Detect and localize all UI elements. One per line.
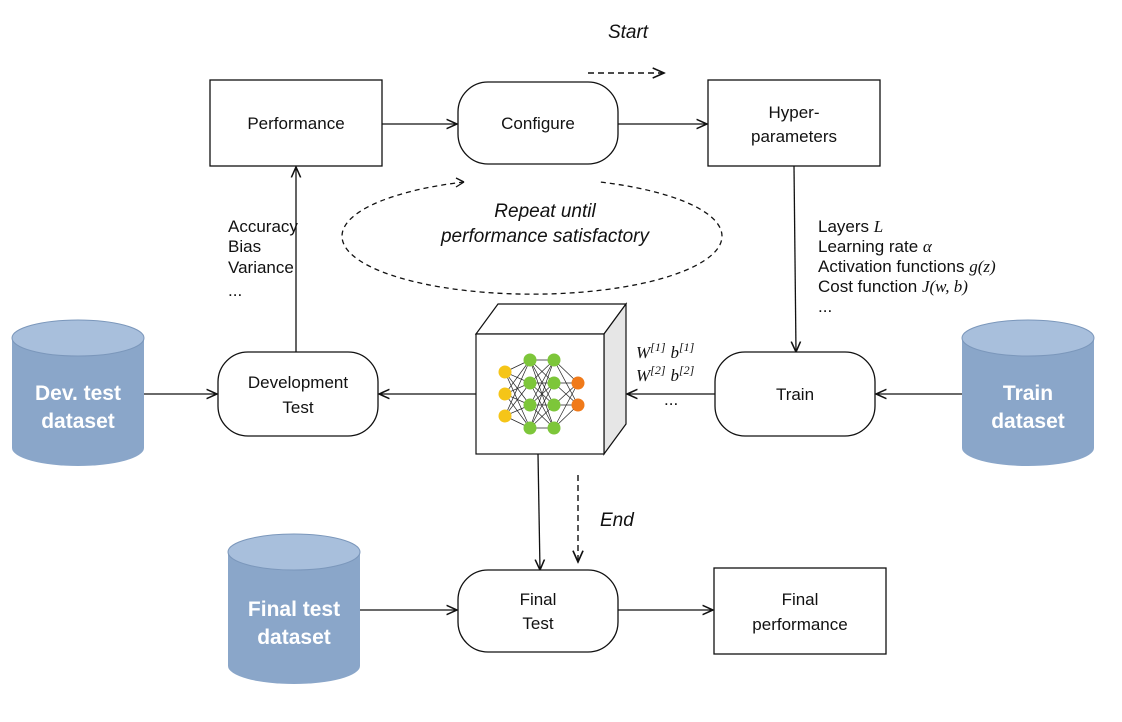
weights-row1: W[1]b[1] — [636, 340, 695, 362]
nn-neuron — [547, 421, 561, 435]
nn-neuron — [523, 398, 537, 412]
nn-neuron — [571, 376, 585, 390]
final-dataset-label-line2: dataset — [257, 626, 331, 649]
finalperf-label-line1: Final — [782, 590, 819, 609]
nn-neuron — [547, 353, 561, 367]
nn-neuron — [547, 376, 561, 390]
hyperparam-learning-rate: Learning rate α — [818, 237, 933, 256]
configure-node: Configure — [457, 81, 619, 165]
finaltest-label-line2: Test — [522, 614, 553, 633]
repeat-loop: Repeat until performance satisfactory — [341, 177, 723, 295]
hyperparam-layers: Layers L — [818, 217, 883, 236]
hyperparameters-label-line1: Hyper- — [768, 103, 819, 122]
final-dataset-label-line1: Final test — [248, 598, 340, 621]
arrow-model-to-finaltest — [538, 453, 540, 570]
nn-neuron — [523, 376, 537, 390]
nn-neuron — [498, 409, 512, 423]
train-label: Train — [776, 385, 814, 404]
finalperf-label-line2: performance — [752, 615, 847, 634]
final-test-node: Final Test — [457, 569, 619, 653]
dev-dataset-label-line1: Dev. test — [35, 382, 121, 405]
hyperparam-more: ... — [818, 297, 832, 316]
devtest-label-line2: Test — [282, 398, 313, 417]
dev-test-dataset-icon: Dev. test dataset — [11, 319, 145, 466]
dev-dataset-label-line2: dataset — [41, 410, 115, 433]
repeat-label-line2: performance satisfactory — [440, 226, 651, 247]
train-dataset-label-line1: Train — [1003, 382, 1053, 405]
nn-connection — [529, 359, 555, 429]
nn-connection — [553, 359, 579, 406]
hyperparameter-list: Layers L Learning rate α Activation func… — [818, 217, 996, 316]
weights-more: ... — [664, 390, 678, 409]
nn-neuron — [498, 387, 512, 401]
devtest-label-line1: Development — [248, 373, 348, 392]
final-test-dataset-icon: Final test dataset — [227, 533, 361, 684]
train-node: Train — [714, 351, 876, 437]
end-label: End — [600, 510, 635, 531]
metric-more: ... — [228, 281, 242, 300]
train-dataset-icon: Train dataset — [961, 319, 1095, 466]
hyperparam-activation: Activation functions g(z) — [818, 257, 996, 276]
development-test-node: Development Test — [217, 351, 379, 437]
nn-connection — [553, 382, 579, 429]
performance-label: Performance — [247, 114, 344, 133]
metric-accuracy: Accuracy — [228, 217, 298, 236]
metric-bias: Bias — [228, 237, 261, 256]
nn-neuron — [523, 421, 537, 435]
train-dataset-label-line2: dataset — [991, 410, 1065, 433]
hyperparam-cost: Cost function J(w, b) — [818, 277, 968, 296]
nn-connection — [529, 359, 555, 406]
hyperparameters-node: Hyper- parameters — [707, 79, 881, 167]
nn-neuron — [523, 353, 537, 367]
weights-labels: W[1]b[1] W[2]b[2] ... — [636, 340, 695, 409]
metric-variance: Variance — [228, 258, 294, 277]
start-label: Start — [608, 22, 649, 43]
configure-label: Configure — [501, 114, 575, 133]
nn-connection — [504, 359, 531, 417]
nn-neuron — [547, 398, 561, 412]
hyperparameters-label-line2: parameters — [751, 127, 837, 146]
repeat-label-line1: Repeat until — [494, 201, 596, 222]
neural-network-model-icon — [474, 302, 628, 456]
metrics-list: Accuracy Bias Variance ... — [228, 217, 298, 300]
performance-node: Performance — [209, 79, 383, 167]
final-performance-node: Final performance — [713, 567, 887, 655]
nn-connection — [504, 393, 531, 429]
nn-connection — [504, 359, 531, 395]
weights-row2: W[2]b[2] — [636, 363, 695, 385]
arrow-hyperparameters-to-train — [794, 165, 796, 352]
finaltest-label-line1: Final — [520, 590, 557, 609]
nn-connection — [504, 382, 531, 417]
nn-neuron — [571, 398, 585, 412]
nn-neuron — [498, 365, 512, 379]
nn-connection — [529, 382, 555, 429]
